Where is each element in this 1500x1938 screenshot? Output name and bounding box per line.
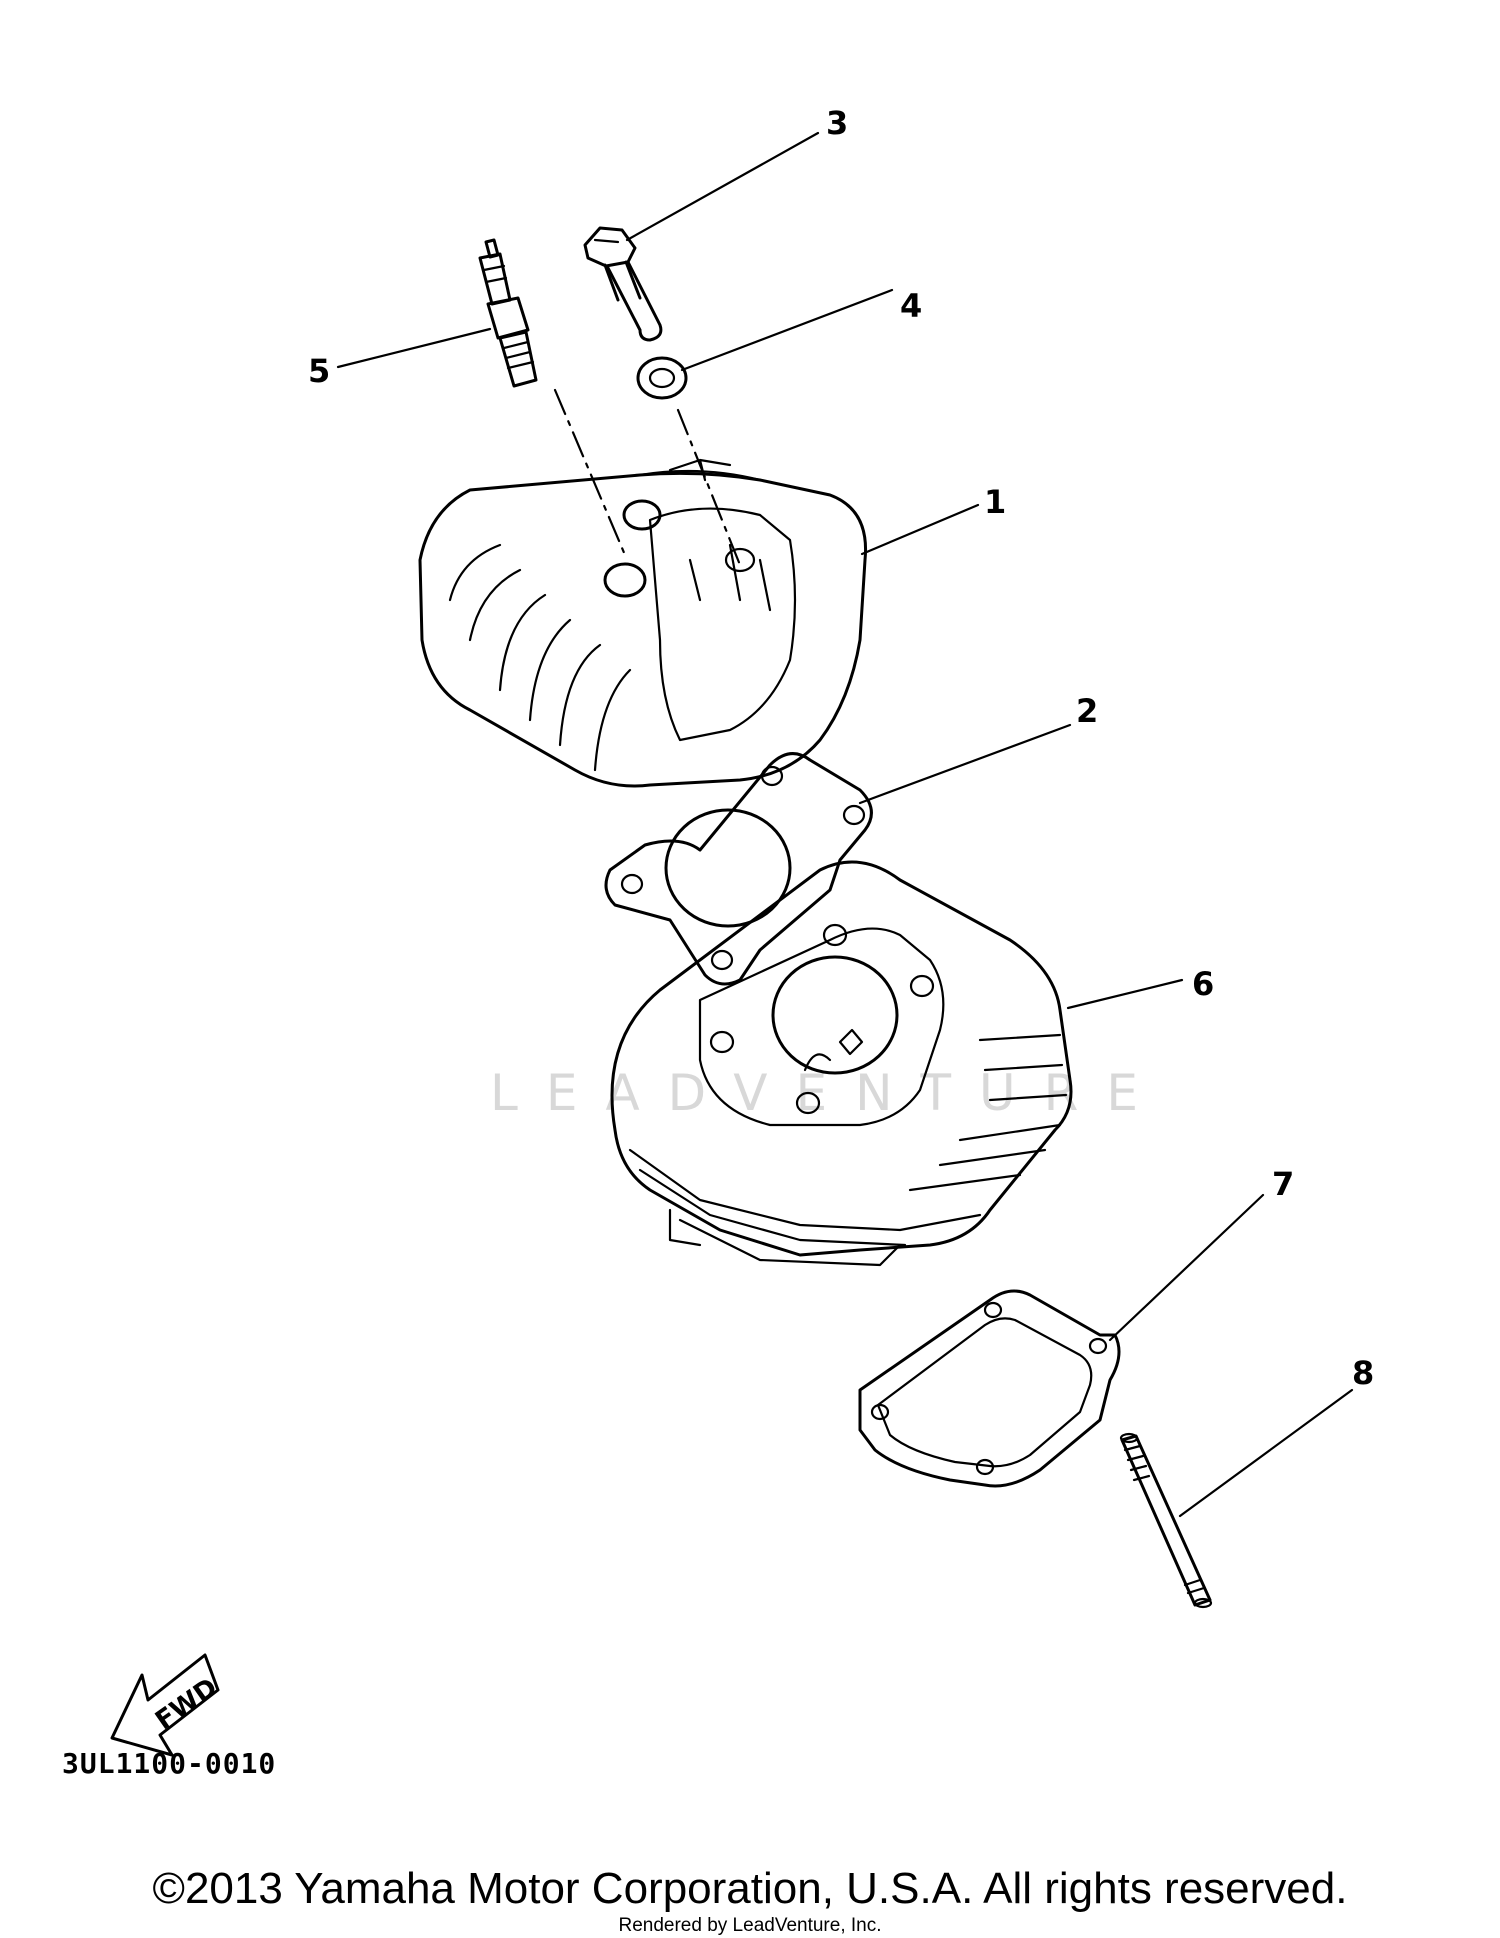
callout-5: 5 — [308, 352, 330, 390]
part-code: 3UL1100-0010 — [62, 1747, 277, 1780]
stud-bolt-part — [1119, 1432, 1213, 1609]
spark-plug-part — [478, 238, 538, 388]
callout-4: 4 — [900, 287, 922, 325]
washer-part — [636, 356, 688, 400]
base-gasket-part — [858, 1289, 1121, 1488]
callout-1: 1 — [984, 483, 1006, 521]
rendered-by-notice: Rendered by LeadVenture, Inc. — [618, 1915, 882, 1936]
cylinder-part — [610, 860, 1073, 1267]
forward-direction-arrow-icon: FWD — [110, 1653, 223, 1757]
callout-2: 2 — [1076, 692, 1098, 730]
cylinder-head-part — [418, 458, 868, 788]
head-gasket-part — [604, 752, 873, 986]
callout-3: 3 — [826, 104, 848, 142]
copyright-notice: ©2013 Yamaha Motor Corporation, U.S.A. A… — [152, 1864, 1348, 1913]
bolt-part — [583, 226, 663, 342]
fwd-label: FWD — [150, 1673, 223, 1737]
leader-lines — [336, 131, 1354, 1518]
callout-7: 7 — [1272, 1165, 1294, 1203]
callout-8: 8 — [1352, 1354, 1374, 1392]
callout-6: 6 — [1192, 965, 1214, 1003]
